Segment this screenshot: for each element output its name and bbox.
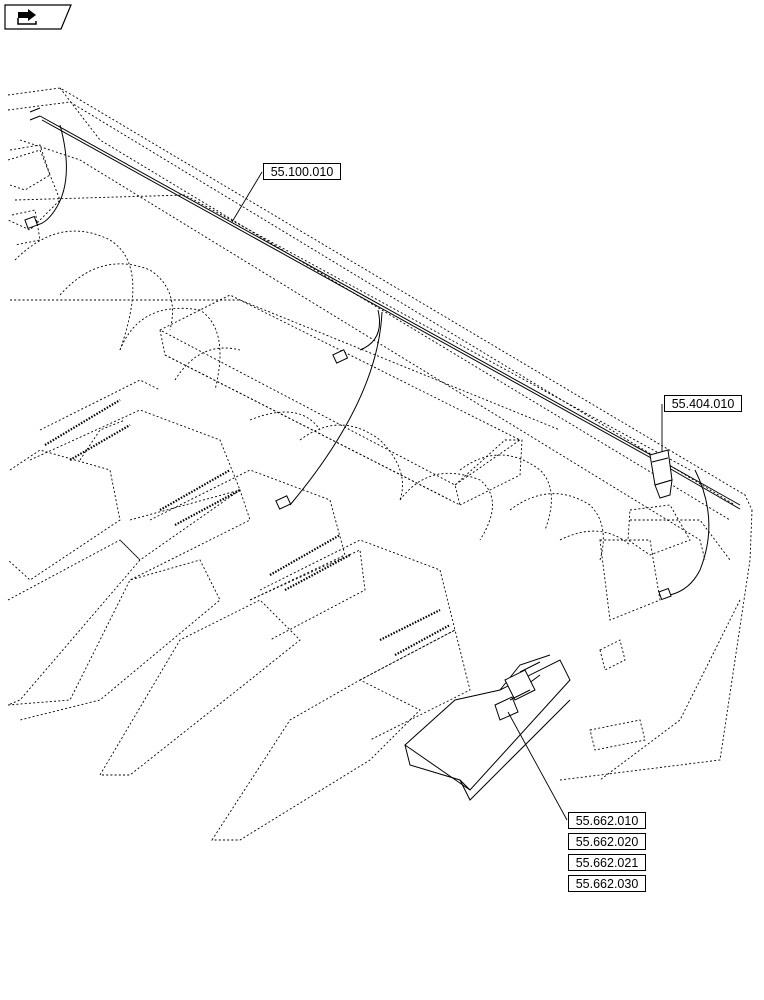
- back-arrow-icon: [4, 4, 72, 30]
- callout-harness-main[interactable]: 55.100.010: [263, 163, 341, 180]
- header-frame: [7, 87, 753, 781]
- sensor-linkage: [494, 661, 541, 721]
- drive-gearboxes: [9, 144, 691, 621]
- control-module: [649, 449, 673, 499]
- wiring-harness: [24, 107, 741, 601]
- callout-sensor-021[interactable]: 55.662.021: [568, 854, 646, 871]
- callout-sensor-030[interactable]: 55.662.030: [568, 875, 646, 892]
- row-dividers: [7, 379, 471, 841]
- auger: [14, 230, 631, 561]
- callout-module[interactable]: 55.404.010: [664, 395, 742, 412]
- callout-sensor-010[interactable]: 55.662.010: [568, 812, 646, 829]
- gathering-chains: [44, 399, 451, 656]
- center-cover: [159, 294, 523, 506]
- end-divider: [404, 654, 571, 801]
- leader-lines: [231, 171, 663, 821]
- callout-sensor-020[interactable]: 55.662.020: [568, 833, 646, 850]
- back-button[interactable]: [4, 4, 72, 30]
